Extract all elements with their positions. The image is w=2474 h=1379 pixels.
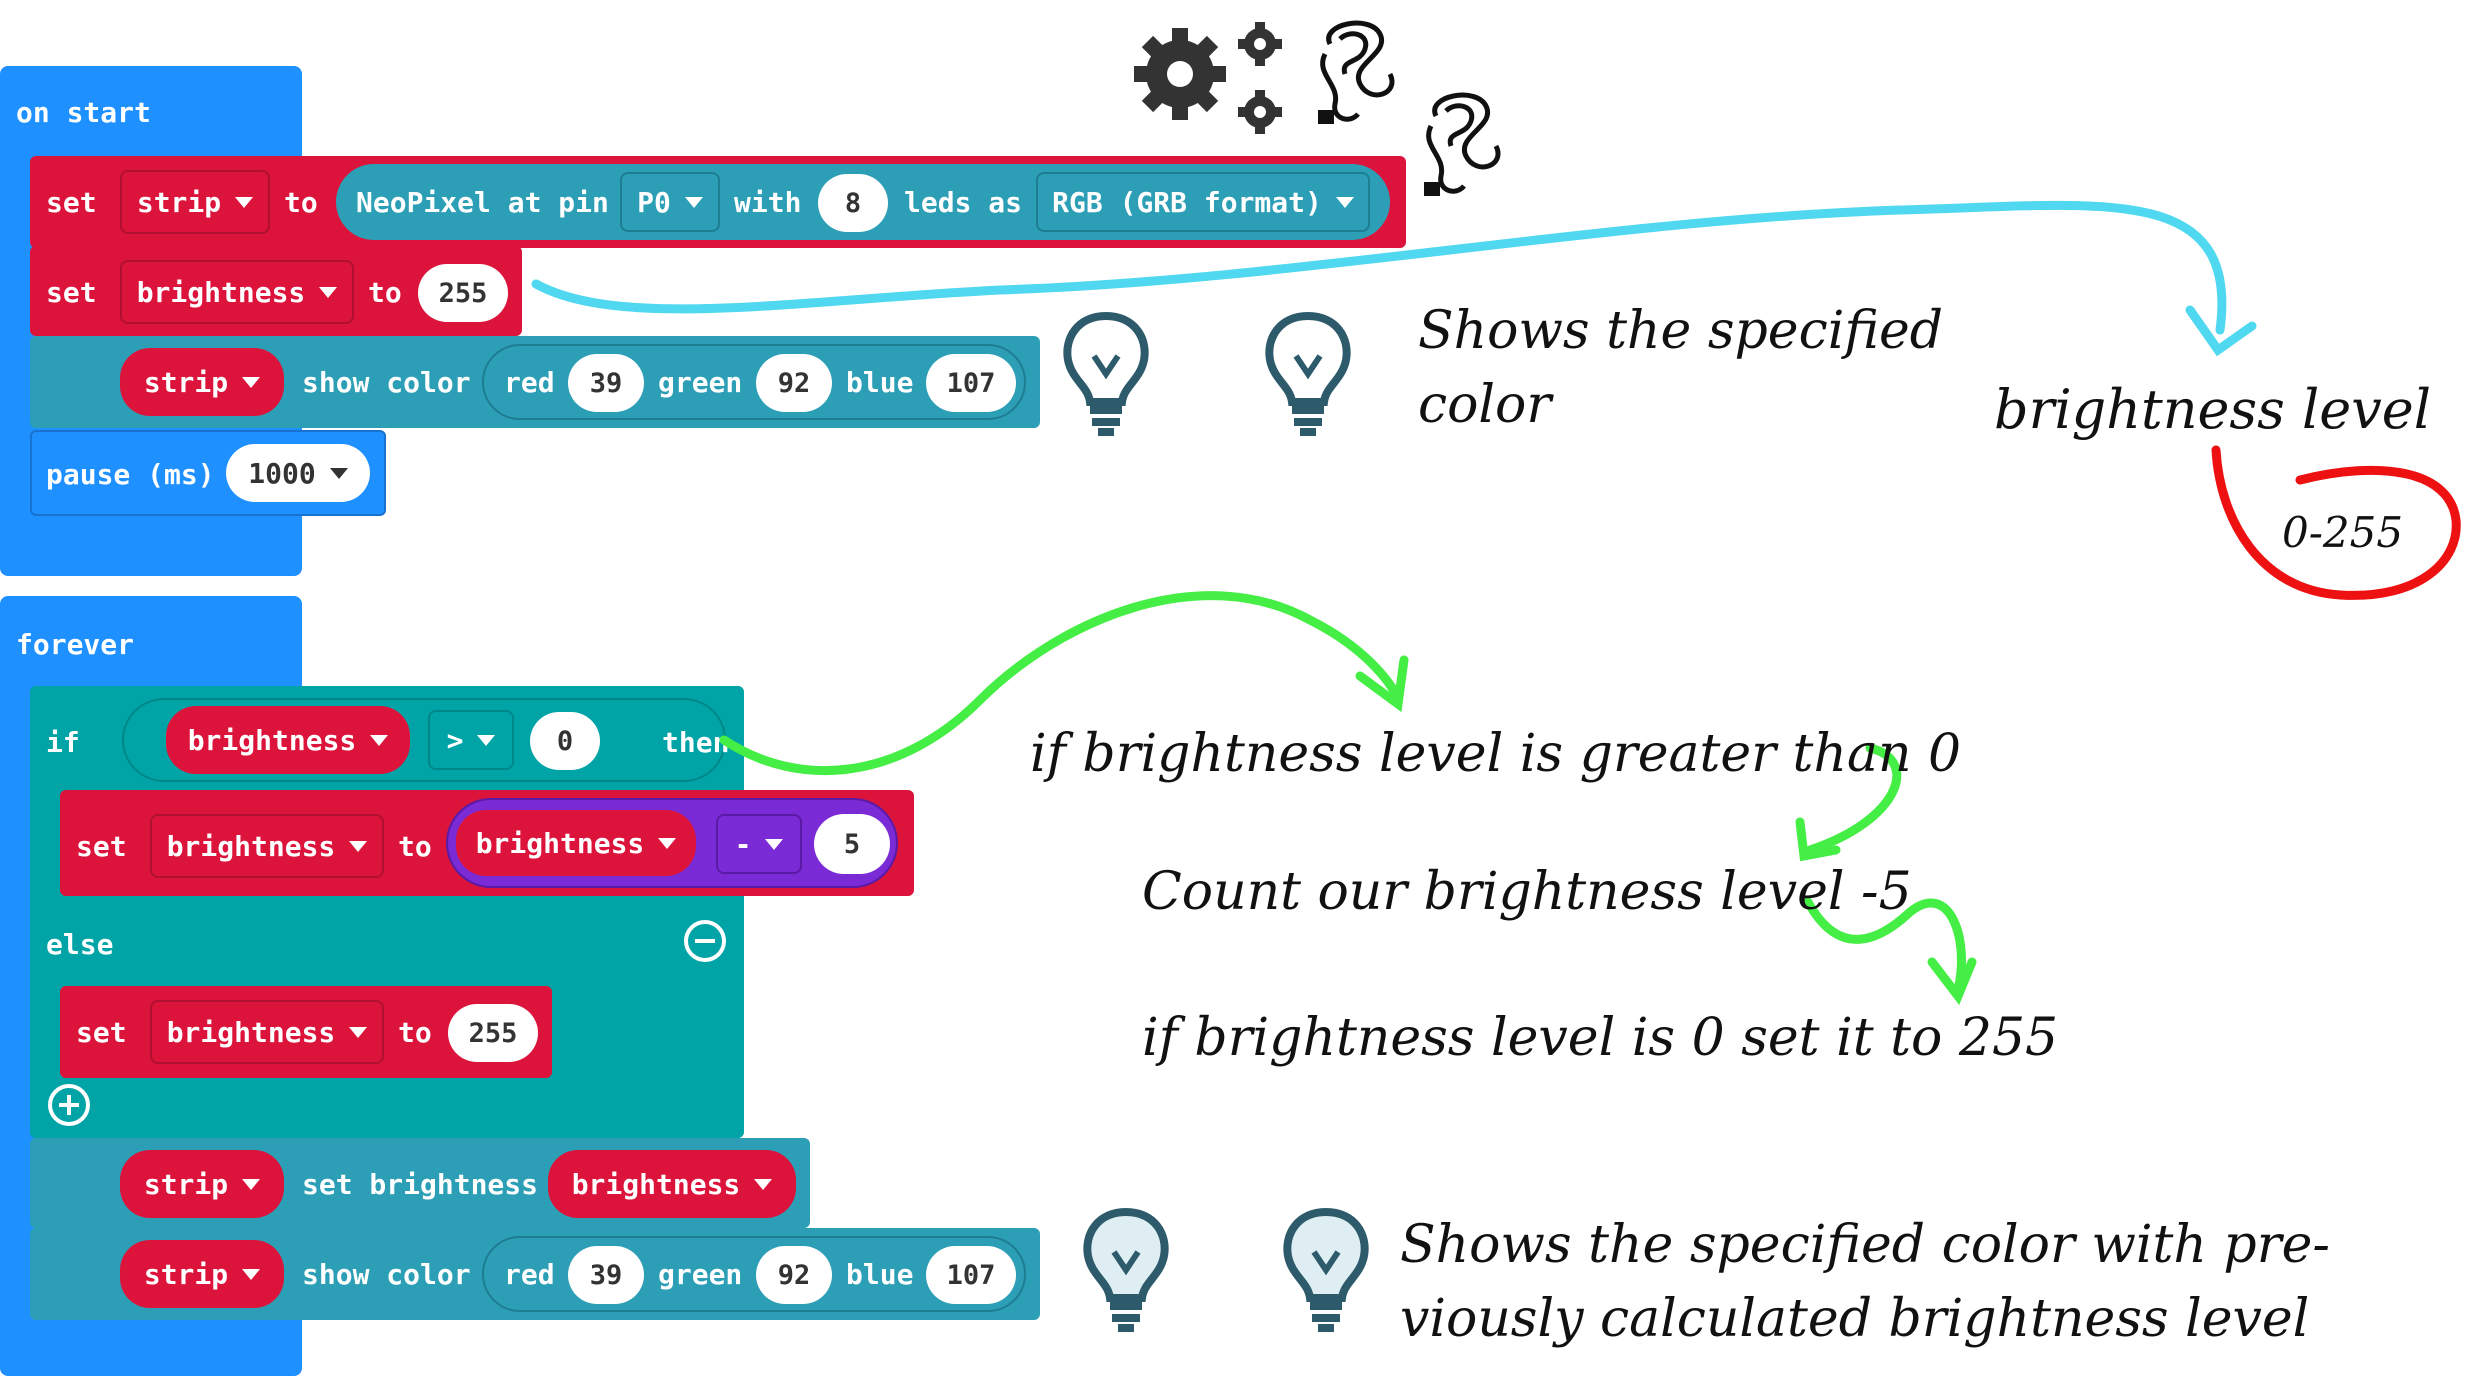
if-zero-note: if brightness level is 0 set it to 255	[1142, 1008, 2059, 1068]
pause-label: pause (ms)	[46, 458, 215, 491]
if-body-gap	[30, 790, 60, 902]
remove-else-button[interactable]	[684, 920, 726, 962]
red-value-input[interactable]: 39	[568, 1246, 644, 1304]
set-label: set	[76, 830, 127, 863]
math-operator-dropdown[interactable]: -	[716, 814, 802, 874]
if-label: if	[46, 726, 80, 759]
count-level-note: Count our brightness level -5	[1142, 862, 1912, 922]
blue-value-input[interactable]: 107	[926, 1246, 1016, 1304]
brightness-range-note: 0-255	[2282, 508, 2404, 557]
add-else-if-button[interactable]	[48, 1084, 90, 1126]
brightness-operand-pill[interactable]: brightness	[456, 810, 696, 876]
set-brightness-label: set brightness	[302, 1168, 539, 1201]
red-label: red	[504, 1258, 555, 1291]
brightness-value-input[interactable]: 255	[418, 264, 508, 322]
green-label: green	[658, 1258, 743, 1291]
then-label: then	[662, 726, 730, 759]
pause-value-dropdown[interactable]: 1000	[226, 444, 370, 502]
blue-label: blue	[846, 1258, 914, 1291]
brightness-variable-dropdown[interactable]: brightness	[120, 260, 354, 324]
gear-icon	[1134, 22, 1282, 134]
neopixel-strip-icon	[1424, 92, 1501, 196]
brightness-variable-dropdown[interactable]: brightness	[150, 1000, 384, 1064]
brightness-level-note: brightness level	[1994, 378, 2431, 441]
green-value-input[interactable]: 92	[756, 1246, 832, 1304]
strip-variable-pill[interactable]: strip	[120, 1240, 284, 1308]
blue-label: blue	[846, 366, 914, 399]
show-color-label: show color	[302, 1258, 471, 1291]
green-label: green	[658, 366, 743, 399]
to-label: to	[368, 276, 402, 309]
shows-color-brightness-note: Shows the specified color with pre- viou…	[1400, 1215, 2330, 1349]
neopixel-label: NeoPixel at pin	[356, 186, 609, 219]
format-dropdown[interactable]: RGB (GRB format)	[1036, 172, 1370, 232]
compare-value-input[interactable]: 0	[530, 712, 600, 770]
neopixel-strip-icon	[1318, 20, 1395, 124]
lightbulb-icon	[1083, 1207, 1169, 1332]
on-start-label: on start	[16, 96, 151, 129]
brightness-variable-dropdown[interactable]: brightness	[150, 814, 384, 878]
if-greater-note: if brightness level is greater than 0	[1030, 724, 1962, 784]
set-label: set	[46, 276, 97, 309]
lightbulb-icon	[1283, 1207, 1369, 1332]
operator-dropdown[interactable]: >	[428, 710, 514, 770]
leds-count-input[interactable]: 8	[818, 174, 888, 232]
red-value-input[interactable]: 39	[568, 354, 644, 412]
set-label: set	[76, 1016, 127, 1049]
brightness-variable-pill[interactable]: brightness	[166, 706, 410, 774]
show-color-label: show color	[302, 366, 471, 399]
blue-value-input[interactable]: 107	[926, 354, 1016, 412]
forever-label: forever	[16, 628, 135, 661]
strip-variable-dropdown[interactable]: strip	[120, 170, 270, 234]
to-label: to	[284, 186, 318, 219]
strip-variable-pill[interactable]: strip	[120, 348, 284, 416]
shows-color-note: Shows the specified color	[1418, 301, 1944, 435]
pin-dropdown[interactable]: P0	[620, 172, 720, 232]
leds-as-label: leds as	[904, 186, 1023, 219]
set-label: set	[46, 186, 97, 219]
lightbulb-icon	[1063, 311, 1149, 436]
lightbulb-icon	[1265, 311, 1351, 436]
with-label: with	[734, 186, 802, 219]
brightness-value-input[interactable]: 255	[448, 1004, 538, 1062]
else-label: else	[46, 928, 114, 961]
strip-variable-pill[interactable]: strip	[120, 1150, 284, 1218]
to-label: to	[398, 1016, 432, 1049]
red-label: red	[504, 366, 555, 399]
to-label: to	[398, 830, 432, 863]
operand-value-input[interactable]: 5	[814, 814, 890, 874]
green-value-input[interactable]: 92	[756, 354, 832, 412]
brightness-value-pill[interactable]: brightness	[548, 1150, 796, 1218]
minus-icon	[695, 939, 715, 943]
